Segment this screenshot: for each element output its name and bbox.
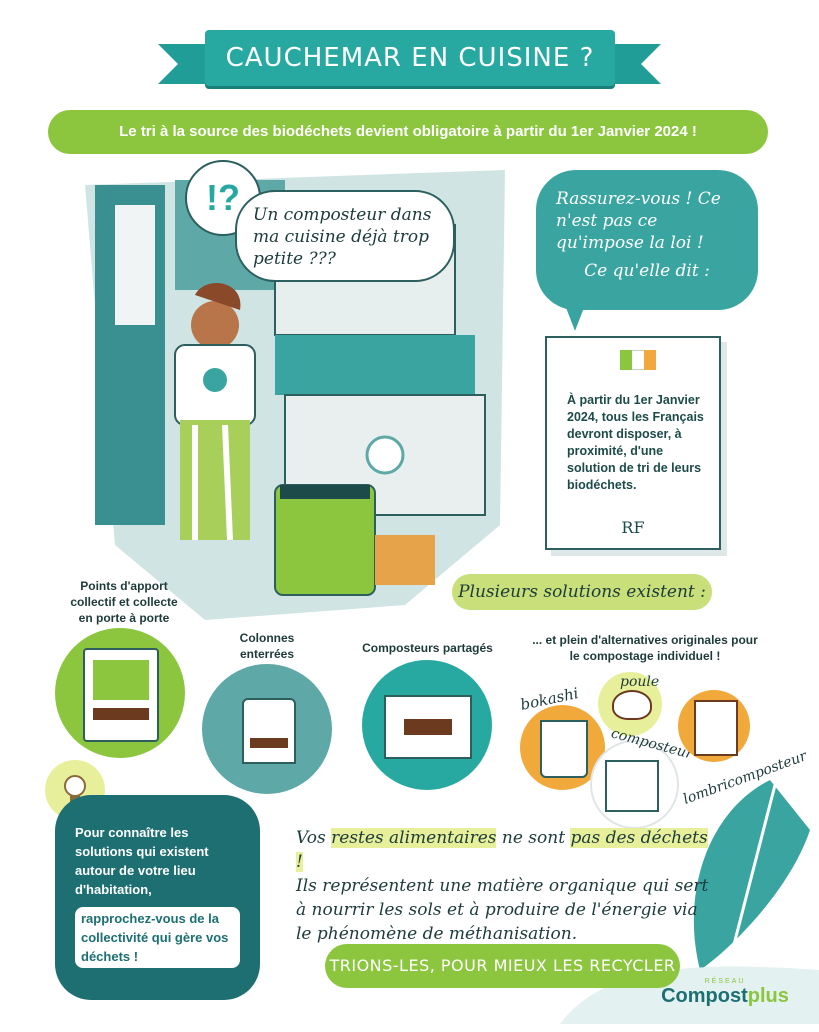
french-flag-icon [620,350,656,370]
law-note-text: À partir du 1er Janvier 2024, tous les F… [567,393,704,492]
logo-name-plus: plus [747,985,789,1007]
hen-icon [612,690,652,720]
points-label: Points d'apport collectif et collecte en… [70,579,178,625]
kitchen-speech-bubble: Un composteur dans ma cuisine déjà trop … [235,190,455,282]
message-part2: ne sont [501,828,566,848]
bokashi-bucket-icon [540,720,588,778]
reassure-bubble: Rassurez-vous ! Ce n'est pas ce qu'impos… [536,170,758,310]
message-headline: Vos restes alimentaires ne sont pas des … [296,826,716,874]
lombricomposteur-icon [694,700,738,756]
reassure-subtext: Ce qu'elle dit : [584,261,710,281]
compostplus-logo: RÉSEAU Compostplus [655,978,795,1007]
obligation-banner: Le tri à la source des biodéchets devien… [48,110,768,154]
exclaim-text: !? [206,177,240,218]
alternatives-label: ... et plein d'alternatives originales p… [532,633,758,663]
partages-label: Composteurs partagés [362,641,493,655]
logo-network: RÉSEAU [704,978,746,985]
message-block: Vos restes alimentaires ne sont pas des … [296,826,716,946]
partages-circle [362,660,492,790]
slogan-text: TRIONS-LES, POUR MIEUX LES RECYCLER ! [329,956,676,1019]
solutions-title-banner: Plusieurs solutions existent : [452,574,712,610]
kitchen-speech-text: Un composteur dans ma cuisine déjà trop … [253,205,432,269]
kitchen-illustration [85,170,505,620]
poule-label: poule [620,674,660,690]
law-note: À partir du 1er Janvier 2024, tous les F… [545,336,721,550]
solutions-title: Plusieurs solutions existent : [458,582,706,602]
points-circle [55,628,185,758]
bubble-tail [565,305,585,331]
law-signature: RF [621,518,645,537]
colonnes-label: Colonnes enterrées [239,631,295,661]
colonne-icon [242,698,296,764]
message-highlight1: restes alimentaires [331,828,497,848]
slogan-banner: TRIONS-LES, POUR MIEUX LES RECYCLER ! [325,944,680,1019]
apport-bin-icon [83,648,159,742]
colonnes-circle [202,664,332,794]
logo-name-compost: Compost [661,985,748,1007]
shared-composter-icon [384,695,472,759]
title-ribbon: CAUCHEMAR EN CUISINE ? [205,30,615,86]
info-box: Pour connaître les solutions qui existen… [55,795,260,1000]
page-title: CAUCHEMAR EN CUISINE ? [225,43,595,73]
composteur-icon [605,760,659,812]
message-part1: Vos [296,828,326,848]
info-highlight: rapprochez-vous de la collectivité qui g… [75,907,240,968]
message-body: Ils représentent une matière organique q… [296,876,709,944]
info-text: Pour connaître les solutions qui existen… [75,825,209,897]
reassure-text: Rassurez-vous ! Ce n'est pas ce qu'impos… [556,189,721,253]
